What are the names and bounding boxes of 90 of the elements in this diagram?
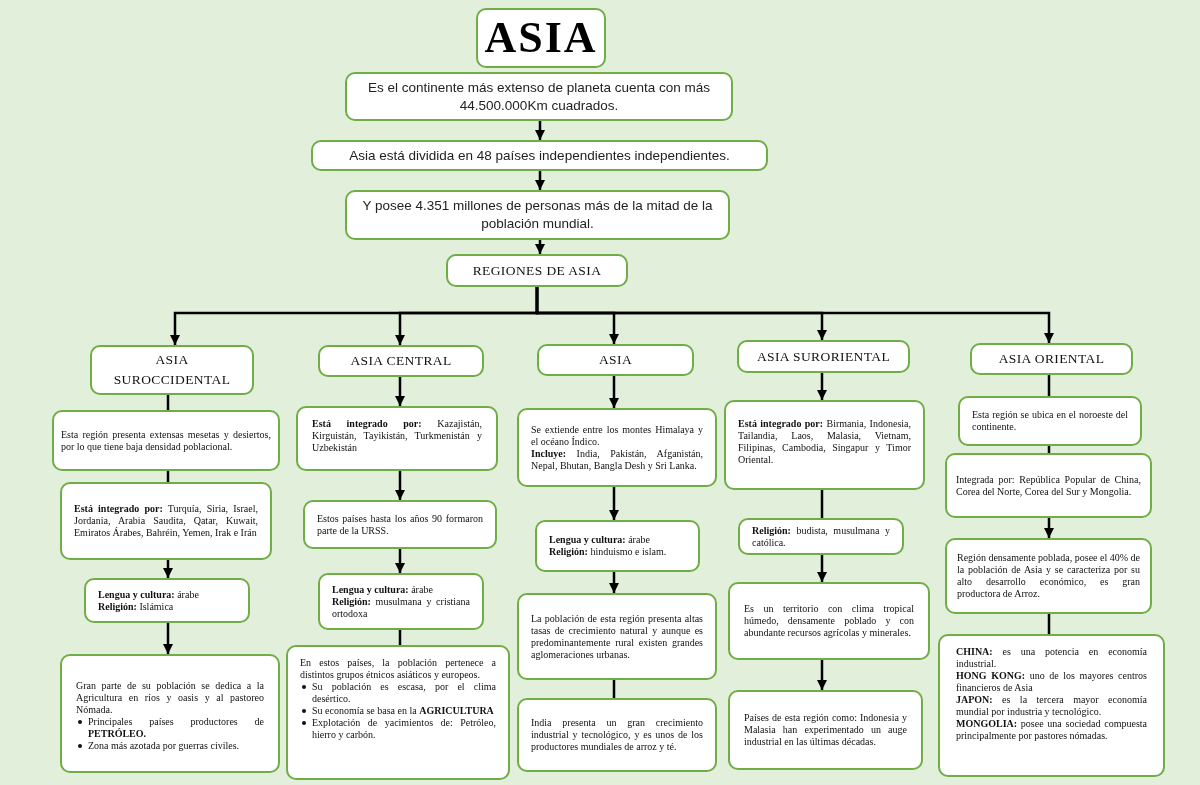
heading-text: REGIONES DE ASIA [471,261,603,280]
info-box [286,645,510,780]
description-text: Es un territorio con clima tropical húmedo, densamente poblado y con abundante recursos agrícolas y minerales. [744,603,914,639]
description-text: MONGOLIA: posee una sociedad compuesta principalmente por pastores nómadas. [956,718,1147,742]
description-text: Religión: musulmana y cristiana ortodoxa [332,595,470,620]
arrow [609,376,619,408]
info-box [311,140,768,171]
description-text: Gran parte de su población se dedica a la Agricultura en ríos y oasis y al pastoreo Nómada. [76,680,264,716]
info-box [958,396,1142,446]
heading-text: ASIA SUROCCIDENTAL [112,351,232,389]
arrow [817,660,827,690]
description-text: Región densamente poblada, posee el 40% de la población de Asia y se caracteriza por su alto desarrollo económico, es gran productora de Arroz. [957,552,1140,600]
info-box [728,582,930,660]
region-box [318,345,484,377]
description-text: Esta región presenta extensas mesetas y desiertos, por lo que tiene baja densidad poblacional. [61,428,271,453]
info-box [345,72,733,121]
description-text: Está integrado por: Turquía, Siria, Israel, Jordania, Arabia Saudita, Qatar, Kuwait, Emiratos Árabes, Bahréin, Yemen, Irak e Irán [74,503,258,539]
info-box [728,690,923,770]
arrow [535,171,545,190]
arrow [535,121,545,140]
info-box [738,518,904,555]
bullet-item: Zona más azotada por guerras civiles. [88,740,241,752]
info-box [60,482,272,560]
connector-line [1047,375,1051,396]
title-text: ASIA [484,11,598,64]
info-box [938,634,1165,777]
heading-text: ASIA SURORIENTAL [755,347,892,366]
heading-text: ASIA CENTRAL [349,352,453,371]
region-box [737,340,910,373]
info-box [318,573,484,630]
info-box [945,538,1152,614]
description-text: La población de esta región presenta altas tasas de crecimiento natural y aunque es predominantemente rural existen grandes aglomeraciones urbanas. [531,612,703,661]
heading-box [446,254,628,287]
info-box [84,578,250,623]
arrow [1044,518,1054,538]
info-box [345,190,730,240]
info-box [517,593,717,680]
arrow [395,377,405,406]
info-box [724,400,925,490]
title-box [476,8,606,68]
arrow [395,549,405,573]
connector-line [820,490,824,518]
arrow [395,471,405,500]
description-text: Integrada por: República Popular de China, Corea del Norte, Corea del Sur y Mongolia. [956,473,1141,498]
arrow [535,240,545,254]
description-text: Es el continente más extenso de planeta cuenta con más 44.500.000Km cuadrados. [366,78,712,115]
arrow [817,373,827,400]
region-box [537,344,694,376]
info-box [52,410,280,471]
bullet-item: Principales países productores de PETRÓLEO. [88,716,264,740]
heading-text: ASIA ORIENTAL [997,350,1106,369]
info-box [517,698,717,772]
description-text: Lengua y cultura: árabe [332,583,434,596]
heading-text: ASIA [597,351,634,370]
arrow [609,572,619,593]
bullet-item: Explotación de yacimientos de: Petróleo, hierro y carbón. [312,717,496,741]
arrow [163,560,173,578]
info-box [535,520,700,572]
description-text: JAPON: es la tercera mayor economía mundial por industria y tecnológico. [956,694,1147,718]
description-text: Estos países hasta los años 90 formaron parte de la URSS. [317,512,483,537]
region-box [970,343,1133,375]
info-box [945,453,1152,518]
description-text: En estos países, la población pertenece a distintos grupos étnicos asiáticos y europeos. [300,657,496,681]
description-text: Religión: hinduismo e islam. [549,546,668,558]
bullet-item: Su población es escasa, por el clima desértico. [312,681,496,705]
arrow [535,287,1054,343]
arrow [817,555,827,582]
info-box [296,406,498,471]
info-box [60,654,280,773]
description-text: India presenta un gran crecimiento industrial y tecnológico, y es unos de los productores mundiales de arroz y té. [531,717,703,753]
description-text: Esta región se ubica en el noroeste del continente. [972,409,1128,433]
description-text: Religión: budista, musulmana y católica. [752,524,890,549]
description-text: Está integrado por: Kazajistán, Kirguistán, Tayikistán, Turkmenistán y Uzbekistán [312,418,482,454]
arrow [609,487,619,520]
bullet-item: Su economía se basa en la AGRICULTURA [312,705,495,717]
arrow [163,623,173,654]
description-text: Asia está dividida en 48 países independientes independientes. [348,146,731,165]
description-text: Religión: Islámica [98,600,175,613]
description-text: CHINA: es una potencia en economía industrial. [956,646,1147,670]
description-text: Está integrado por: Birmania, Indonesia, Tailandia, Laos, Malasia, Vietnam, Filipinas, Cambodia, Singapur y Timor Oriental. [738,418,911,466]
connector-line [1047,614,1051,634]
info-box [303,500,497,549]
description-text: Se extiende entre los montes Himalaya y el océano Índico. [531,423,703,448]
description-text: Incluye: India, Pakistán, Afganistán, Nepal, Bhutan, Bangla Desh y Sri Lanka. [531,447,703,472]
region-box [90,345,254,395]
description-text: Países de esta región como: Indonesia y Malasia han experimentado un auge industrial en las últimas décadas. [744,712,907,748]
description-text: Y posee 4.351 millones de personas más de la mitad de la población mundial. [361,197,714,233]
description-text: Lengua y cultura: árabe [98,588,200,601]
description-text: Lengua y cultura: árabe [549,534,651,546]
info-box [517,408,717,487]
